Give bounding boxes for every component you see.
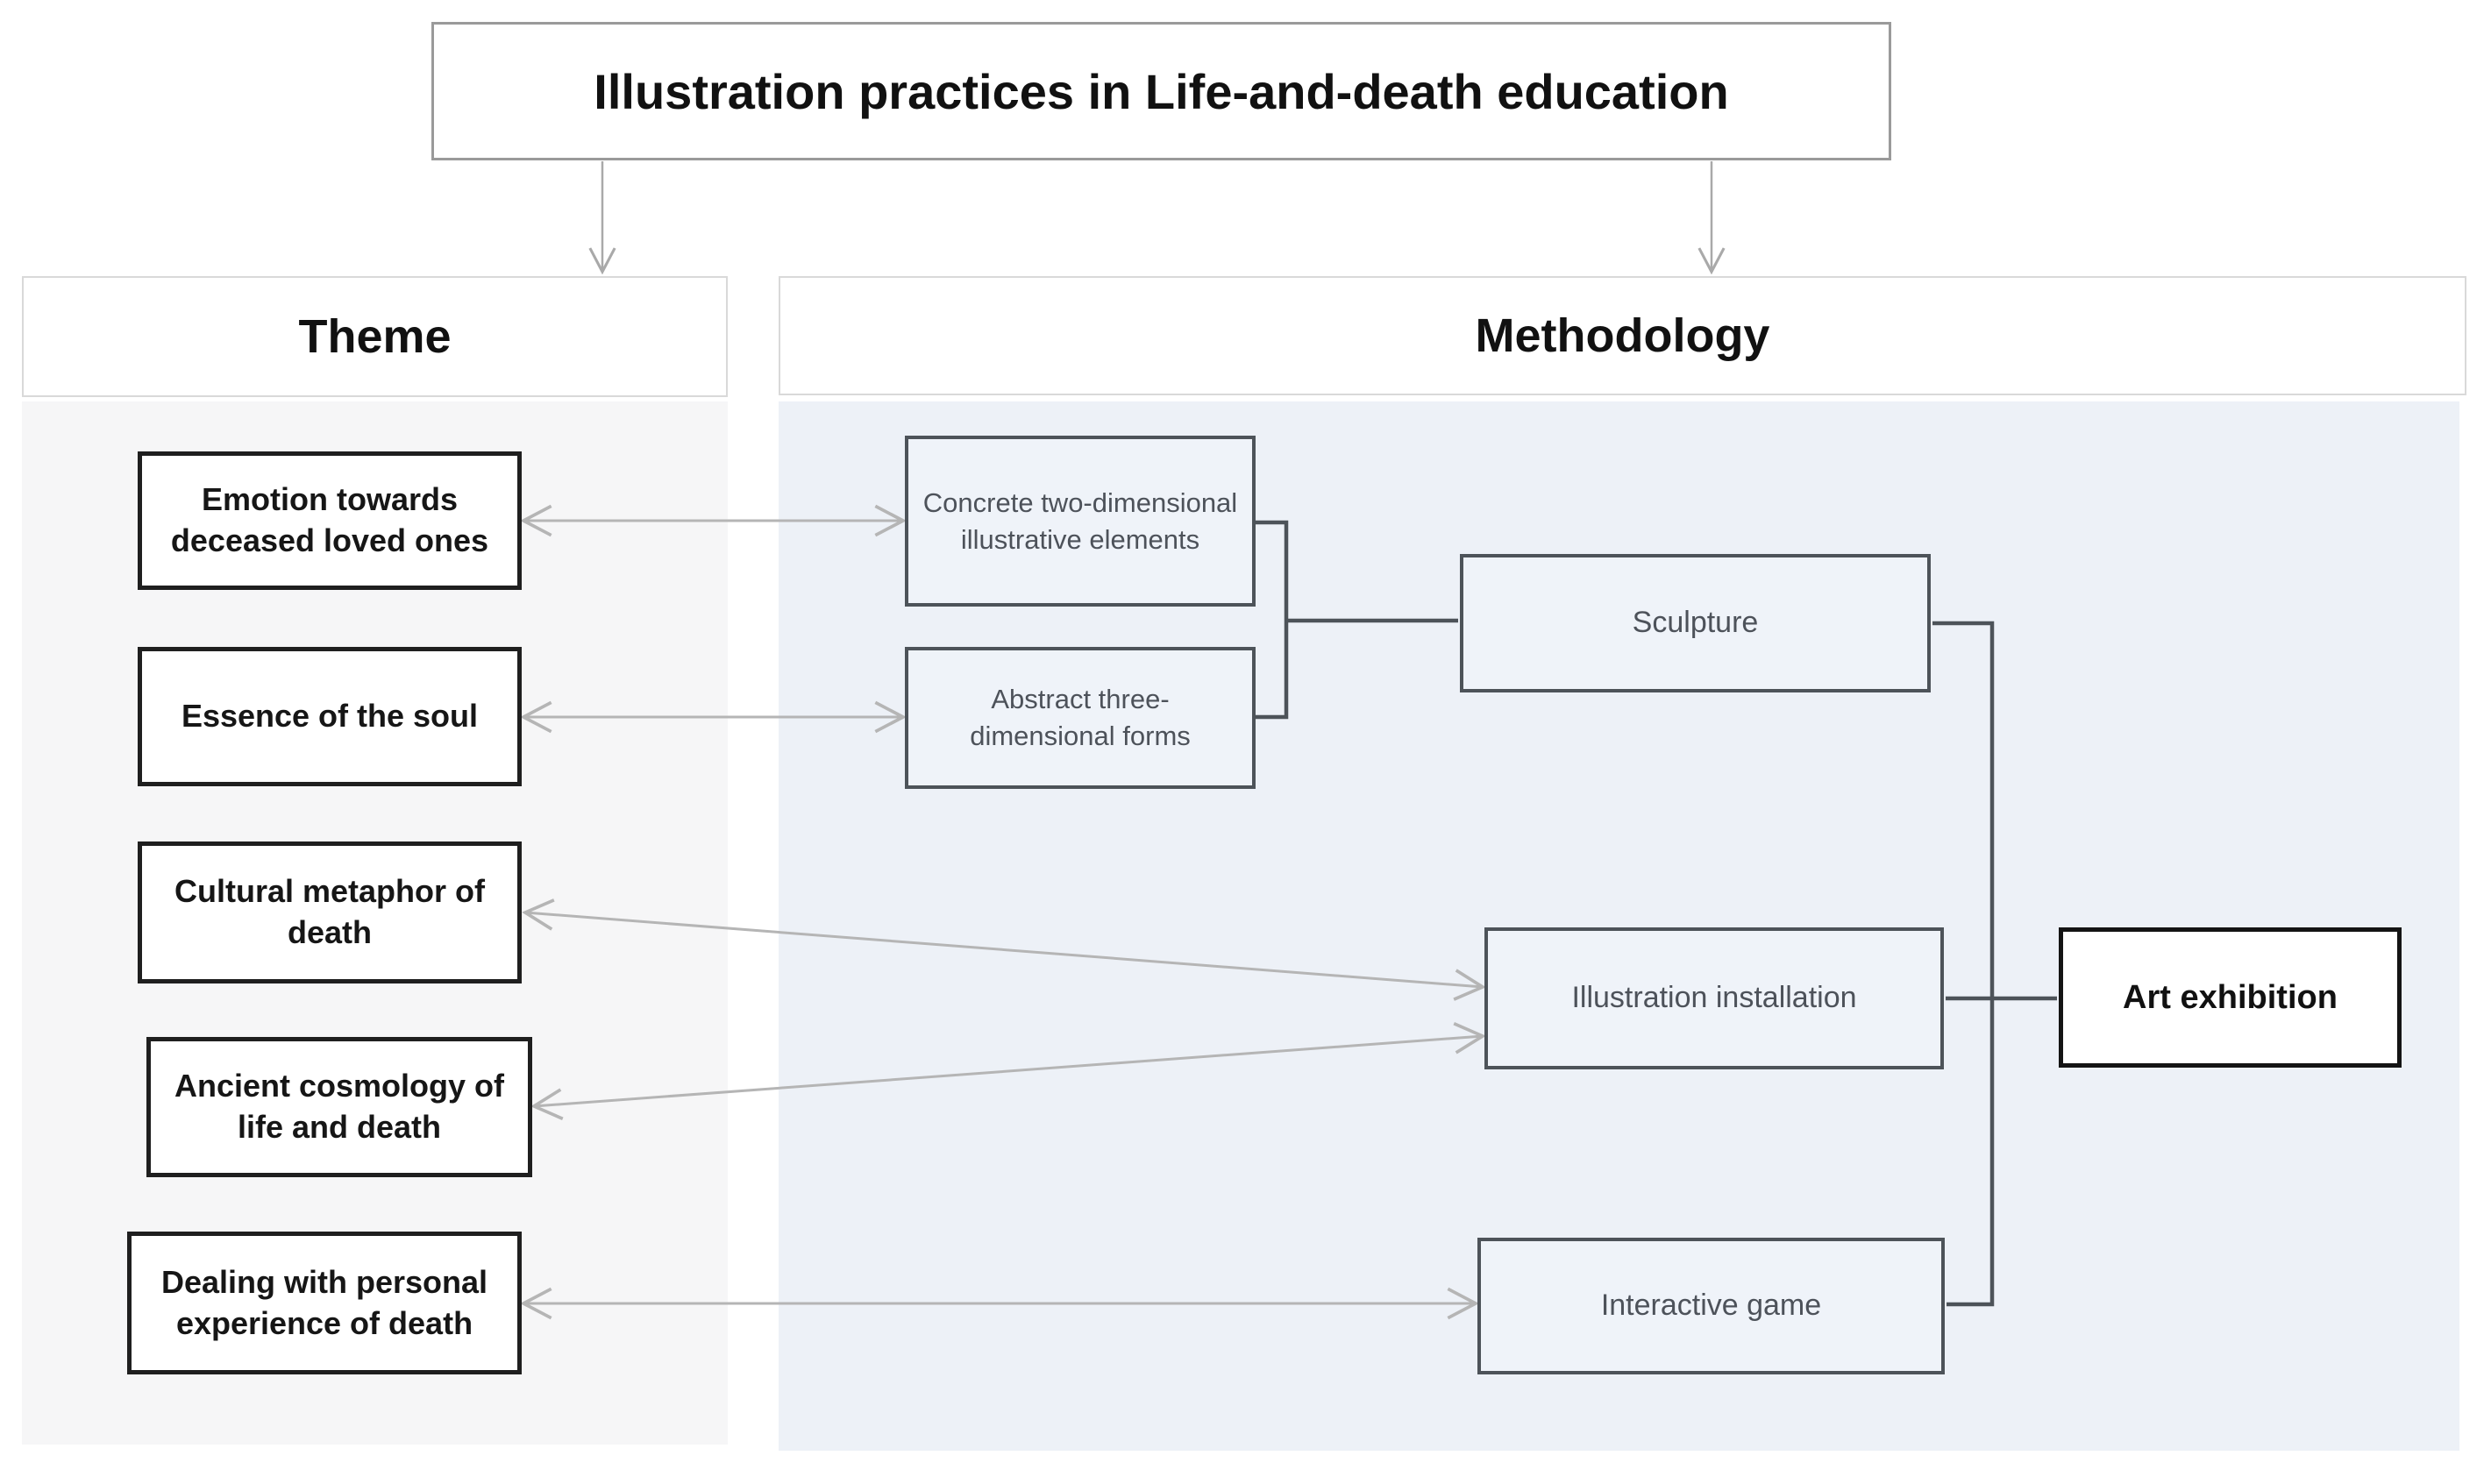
- node-label: Essence of the soul: [181, 698, 479, 735]
- node-personal-experience-of-death: Dealing with personal experience of deat…: [127, 1232, 522, 1374]
- node-sculpture: Sculpture: [1460, 554, 1931, 692]
- diagram-title: Illustration practices in Life-and-death…: [594, 63, 1729, 119]
- node-label: Dealing with personal experience of deat…: [160, 1263, 488, 1341]
- node-label: Cultural metaphor of death: [174, 873, 485, 950]
- arrow-cultural-to-installation: [525, 912, 1483, 987]
- theme-header: Theme: [22, 276, 728, 397]
- node-label: Ancient cosmology of life and death: [174, 1068, 505, 1145]
- node-emotion-towards-deceased: Emotion towards deceased loved ones: [138, 451, 522, 590]
- bracket-sculpture-game: [1932, 621, 1995, 1307]
- arrow-cosmology-to-installation: [534, 1036, 1483, 1106]
- node-abstract-3d-forms: Abstract three-dimensional forms: [905, 647, 1256, 789]
- methodology-header-label: Methodology: [1475, 309, 1770, 362]
- node-illustration-installation: Illustration installation: [1484, 927, 1944, 1069]
- node-art-exhibition: Art exhibition: [2059, 927, 2402, 1068]
- diagram-title-box: Illustration practices in Life-and-death…: [431, 22, 1891, 160]
- node-ancient-cosmology: Ancient cosmology of life and death: [146, 1037, 532, 1177]
- node-label: Concrete two-dimensional illustrative el…: [922, 486, 1238, 555]
- theme-header-label: Theme: [298, 310, 452, 363]
- node-concrete-2d-elements: Concrete two-dimensional illustrative el…: [905, 436, 1256, 607]
- methodology-header: Methodology: [779, 276, 2466, 395]
- bracket-elements-forms: [1256, 520, 1289, 720]
- node-label: Illustration installation: [1571, 981, 1857, 1015]
- node-interactive-game: Interactive game: [1477, 1238, 1945, 1374]
- node-essence-of-the-soul: Essence of the soul: [138, 647, 522, 786]
- node-label: Sculpture: [1632, 606, 1759, 640]
- node-label: Art exhibition: [2123, 978, 2338, 1016]
- node-label: Emotion towards deceased loved ones: [170, 481, 489, 558]
- node-label: Abstract three-dimensional forms: [970, 684, 1191, 751]
- node-label: Interactive game: [1600, 1289, 1822, 1323]
- node-cultural-metaphor-of-death: Cultural metaphor of death: [138, 841, 522, 983]
